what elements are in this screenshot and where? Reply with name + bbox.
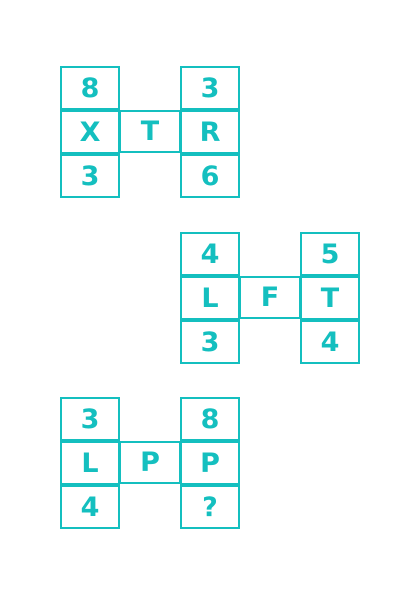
puzzle-3-answer-box[interactable]: ? [180, 485, 240, 529]
puzzle-2-left-bottom: 3 [180, 320, 240, 364]
puzzle-3-right-top: 8 [180, 397, 240, 441]
puzzle-2-right-middle: T [300, 276, 360, 320]
puzzle-3-left-top: 3 [60, 397, 120, 441]
puzzle-3-center: P [119, 441, 181, 484]
puzzle-2-left-top: 4 [180, 232, 240, 276]
puzzle-1-left-bottom: 3 [60, 154, 120, 198]
puzzle-2-left-middle: L [180, 276, 240, 320]
puzzle-1-right-top: 3 [180, 66, 240, 110]
puzzle-2-right-bottom: 4 [300, 320, 360, 364]
puzzle-1-right-middle: R [180, 110, 240, 154]
puzzle-2-right-top: 5 [300, 232, 360, 276]
puzzle-1-right-bottom: 6 [180, 154, 240, 198]
puzzle-3-right-middle: P [180, 441, 240, 485]
puzzle-3-left-bottom: 4 [60, 485, 120, 529]
puzzle-3-left-middle: L [60, 441, 120, 485]
puzzle-1-left-top: 8 [60, 66, 120, 110]
puzzle-2-center: F [239, 276, 301, 319]
puzzle-1-center: T [119, 110, 181, 153]
puzzle-1-left-middle: X [60, 110, 120, 154]
